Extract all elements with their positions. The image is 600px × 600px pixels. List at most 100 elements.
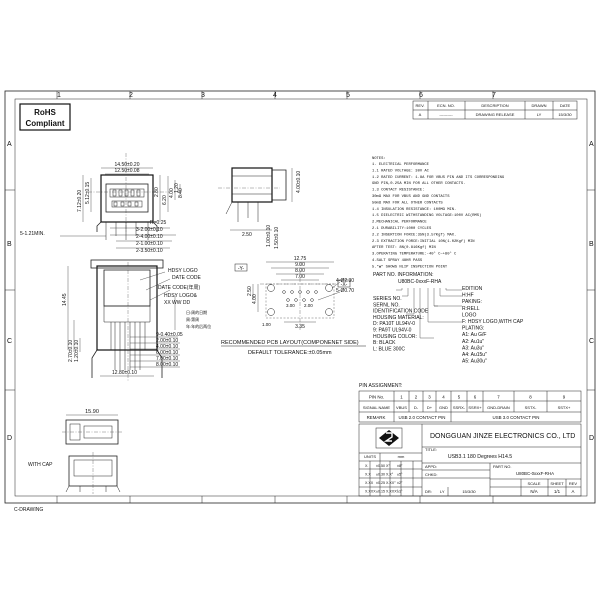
company-name: DONGGUAN JINZE ELECTRONICS CO., LTD bbox=[430, 433, 575, 440]
callout-xx-ww-dd: XX WW DD bbox=[164, 300, 190, 306]
pcb-y-datum: -Y- bbox=[238, 266, 245, 272]
part-option-3: R:RELL bbox=[462, 306, 480, 312]
notes-line: 1.5 DIELECTRIC WITHSTANDING VOLTAGE:100V… bbox=[372, 213, 481, 218]
front-view-top bbox=[60, 153, 181, 249]
pcb-tolerance: DEFAULT TOLERANCE:±0.05mm bbox=[248, 350, 332, 356]
part-field-6: HOUSING COLOR: bbox=[373, 334, 417, 340]
rohs-badge: RoHS Compliant bbox=[19, 103, 71, 131]
part-field-2: IDENTIFICATION CODE bbox=[373, 309, 429, 315]
notes-line: 1. ELECTRICAL PERFORMANCE bbox=[372, 163, 430, 167]
pin-signal-cell: GND-DRAIN bbox=[487, 405, 510, 410]
dim-r-0-25: R=0.25 bbox=[150, 220, 166, 226]
dim-8-40: 8.40 bbox=[178, 188, 184, 198]
notes-line: 2.2 INSERTION FORCE:35N(3.57Kgf) MAX. bbox=[372, 232, 456, 237]
dim-2-1-00: 2-1.00±0.10 bbox=[136, 241, 163, 247]
units-label: UNITS bbox=[364, 454, 376, 459]
pcb-layout-dims: 12.75 9.00 8.00 7.00 3.35 4-Ø2.30 5-Ø0.7… bbox=[247, 256, 354, 330]
part-info-block: PART NO. INFORMATION: U80BC-0xxxF-RHA bbox=[373, 272, 462, 339]
tolerance-cell: X.XXX° bbox=[386, 490, 399, 494]
rev-value: A bbox=[572, 489, 575, 494]
notes-line: GND PIN,0.25A MIN FOR ALL OTHER CONTACTS… bbox=[372, 182, 465, 186]
sheet-label: SHEET bbox=[550, 481, 564, 486]
drawn-by: LY bbox=[440, 489, 445, 494]
pin-signal-cell: SSRX- bbox=[453, 405, 466, 410]
part-field-3: HOUSING MATERIAL: bbox=[373, 315, 424, 321]
dim-7-00: 7.00 bbox=[295, 274, 305, 280]
sheet-value: 1/1 bbox=[554, 489, 561, 494]
pin-number-cell: 6 bbox=[474, 395, 477, 400]
dim-7-12: 7.12±0.20 bbox=[77, 190, 83, 212]
rev-header-date: DATE bbox=[560, 103, 571, 108]
dim-1-00-side: 1.00±0.10 bbox=[266, 225, 272, 247]
cap-view: 15.90 WITH CAP bbox=[28, 409, 122, 494]
part-option-5: F: HDSY LOGO,WITH CAP bbox=[462, 319, 524, 325]
callout-note-b: 周:第周 bbox=[186, 316, 199, 322]
part-option-0: EDITION bbox=[462, 286, 483, 292]
callout-hdsy-logo-2: HDSY LOGO& bbox=[164, 293, 198, 299]
dim-1-20: 1.20 bbox=[174, 183, 180, 193]
row-mark-d-right: D bbox=[589, 435, 594, 442]
dim-3-35: 3.35 bbox=[295, 324, 305, 330]
dim-1-50-side: 1.50±0.10 bbox=[274, 227, 280, 249]
pin-number-cell: 1 bbox=[400, 395, 403, 400]
dim-14-50: 14.50±0.20 bbox=[115, 162, 140, 168]
col-mark-3: 3 bbox=[201, 92, 205, 99]
part-field-0: SERIES NO. bbox=[373, 296, 402, 302]
tolerance-cell: X.XX bbox=[365, 481, 374, 485]
rohs-line2: Compliant bbox=[25, 119, 64, 128]
row-mark-c: C bbox=[7, 338, 12, 345]
bottom-view-dims: 14.45 2.70±0.10 1.20±0.10 9-0.40±0.05 2.… bbox=[62, 293, 183, 376]
dim-7-00-bottom: 7.00±0.10 bbox=[156, 356, 178, 362]
dim-2-80: 2.80 bbox=[154, 187, 160, 197]
notes-line: 4.SALT SPRAY 48HR PASS bbox=[372, 259, 423, 263]
dim-3-2-00: 3-2.00±0.10 bbox=[136, 227, 163, 233]
notes-line: 2.1 DURABILITY:1000 CYCLES bbox=[372, 227, 432, 231]
tolerance-cell: X.XXX bbox=[365, 490, 376, 494]
part-info-title: PART NO. INFORMATION: bbox=[373, 272, 433, 278]
row-mark-c-right: C bbox=[589, 338, 594, 345]
tolerance-cell: ±2° bbox=[397, 481, 403, 485]
col-mark-2: 2 bbox=[129, 92, 133, 99]
dim-4-00-side: 4.00±0.10 bbox=[296, 171, 302, 193]
tolerance-cell: X.XX° bbox=[386, 481, 396, 485]
callout-date-code-2: DATE CODE(年周) bbox=[158, 284, 200, 291]
drawn-date: 15/3/30 bbox=[462, 489, 476, 494]
bottom-view bbox=[67, 259, 180, 382]
part-option-8: A2: Au1u" bbox=[462, 339, 484, 345]
dim-4-00: 4.00 bbox=[169, 188, 175, 198]
pin-number-cell: 7 bbox=[497, 395, 500, 400]
rev-header-rev: REV. bbox=[416, 103, 425, 108]
pin-number-cell: 3 bbox=[428, 395, 431, 400]
dim-2-50-side: 2.50 bbox=[242, 232, 252, 238]
revision-block: REV. ECN. NO. DESCRIPTION DRAWN DATE A -… bbox=[412, 100, 578, 120]
title-label: TITLE: bbox=[425, 447, 437, 452]
pin-signal-cell: SIGNAL NAME bbox=[363, 405, 391, 410]
tolerance-cell: ±0.15 bbox=[376, 490, 385, 494]
pin-signal-cell: SSTX+ bbox=[558, 405, 571, 410]
dim-9-0-40: 9-0.40±0.05 bbox=[156, 332, 183, 338]
pcb-caption: RECOMMENDED PCB LAYOUT(COMPONENET SIDE) … bbox=[221, 340, 366, 356]
tolerance-cell: ±0.30 bbox=[376, 473, 385, 477]
part-option-6: PLATING: bbox=[462, 326, 484, 332]
rev-value-desc: DRAWING RELEASE bbox=[476, 112, 515, 117]
dim-2-50-pcb: 2.50 bbox=[247, 286, 253, 296]
col-mark-6: 6 bbox=[419, 92, 423, 99]
row-mark-a: A bbox=[7, 141, 12, 148]
part-option-2: PAKING: bbox=[462, 299, 482, 305]
pcb-layout: -Y- -X- bbox=[234, 261, 351, 330]
drawing-title: USB3.1 180 Degrees H14.5 bbox=[448, 454, 512, 460]
units-value: mm bbox=[398, 454, 405, 459]
tolerance-cell: X° bbox=[386, 464, 390, 468]
part-field-4: D: PA10T UL94V-0 bbox=[373, 321, 415, 327]
dim-12-75: 12.75 bbox=[294, 256, 307, 262]
side-view-dims: 4.00±0.10 1.00±0.10 1.50±0.10 2.50 bbox=[242, 171, 302, 249]
rev-header-ecn: ECN. NO. bbox=[437, 103, 455, 108]
dim-9-00: 9.00 bbox=[295, 262, 305, 268]
pin-signal-cell: VBUS bbox=[396, 405, 407, 410]
row-mark-b: B bbox=[7, 241, 12, 248]
pin-assignment: PIN ASSIGNMENT: bbox=[358, 383, 582, 423]
rohs-line1: RoHS bbox=[34, 108, 56, 117]
